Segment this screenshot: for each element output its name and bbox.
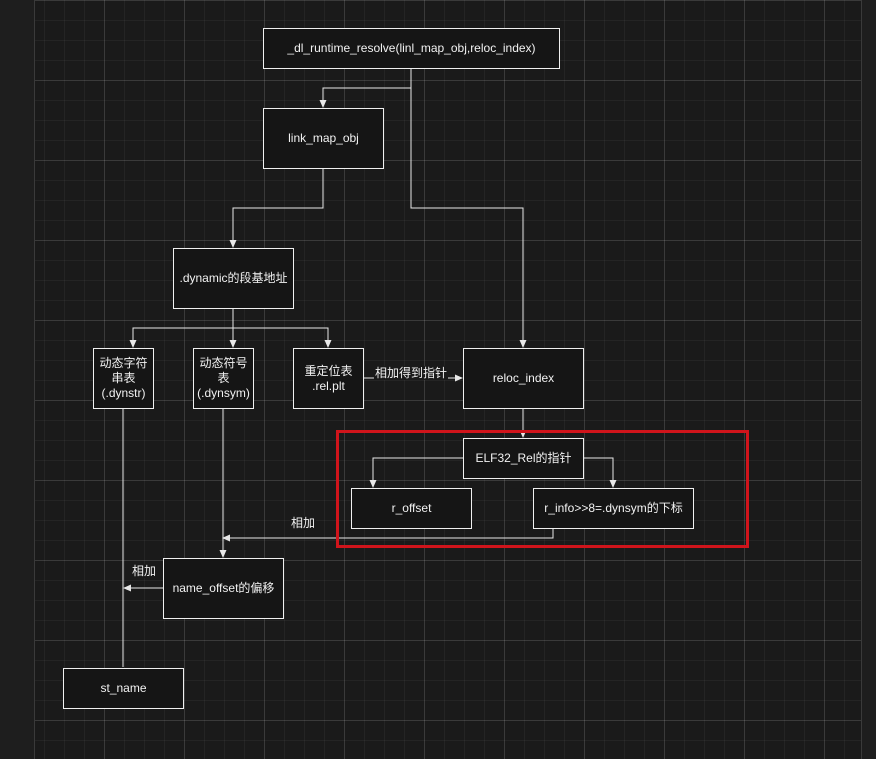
node-dl-runtime-resolve[interactable]: _dl_runtime_resolve(linl_map_obj,reloc_i… <box>263 28 560 69</box>
left-panel-strip <box>0 0 35 759</box>
node-r-offset[interactable]: r_offset <box>351 488 472 529</box>
node-reloc-index[interactable]: reloc_index <box>463 348 584 409</box>
label-rel-to-reloc: 相加得到指针 <box>374 366 449 380</box>
node-dynamic-base[interactable]: .dynamic的段基地址 <box>173 248 294 309</box>
node-rel-plt[interactable]: 重定位表 .rel.plt <box>293 348 364 409</box>
node-link-map-obj[interactable]: link_map_obj <box>263 108 384 169</box>
node-elf32-rel[interactable]: ELF32_Rel的指针 <box>463 438 584 479</box>
label-name-to-dynstr: 相加 <box>131 564 158 578</box>
highlight-rectangle[interactable] <box>336 430 749 548</box>
node-r-info[interactable]: r_info>>8=.dynsym的下标 <box>533 488 694 529</box>
node-dynstr[interactable]: 动态字符 串表 (.dynstr) <box>93 348 154 409</box>
node-name-offset[interactable]: name_offset的偏移 <box>163 558 284 619</box>
node-dynsym[interactable]: 动态符号 表 (.dynsym) <box>193 348 254 409</box>
right-panel-strip <box>861 0 876 759</box>
node-st-name[interactable]: st_name <box>63 668 184 709</box>
label-rinfo-to-dynsym: 相加 <box>290 516 317 530</box>
